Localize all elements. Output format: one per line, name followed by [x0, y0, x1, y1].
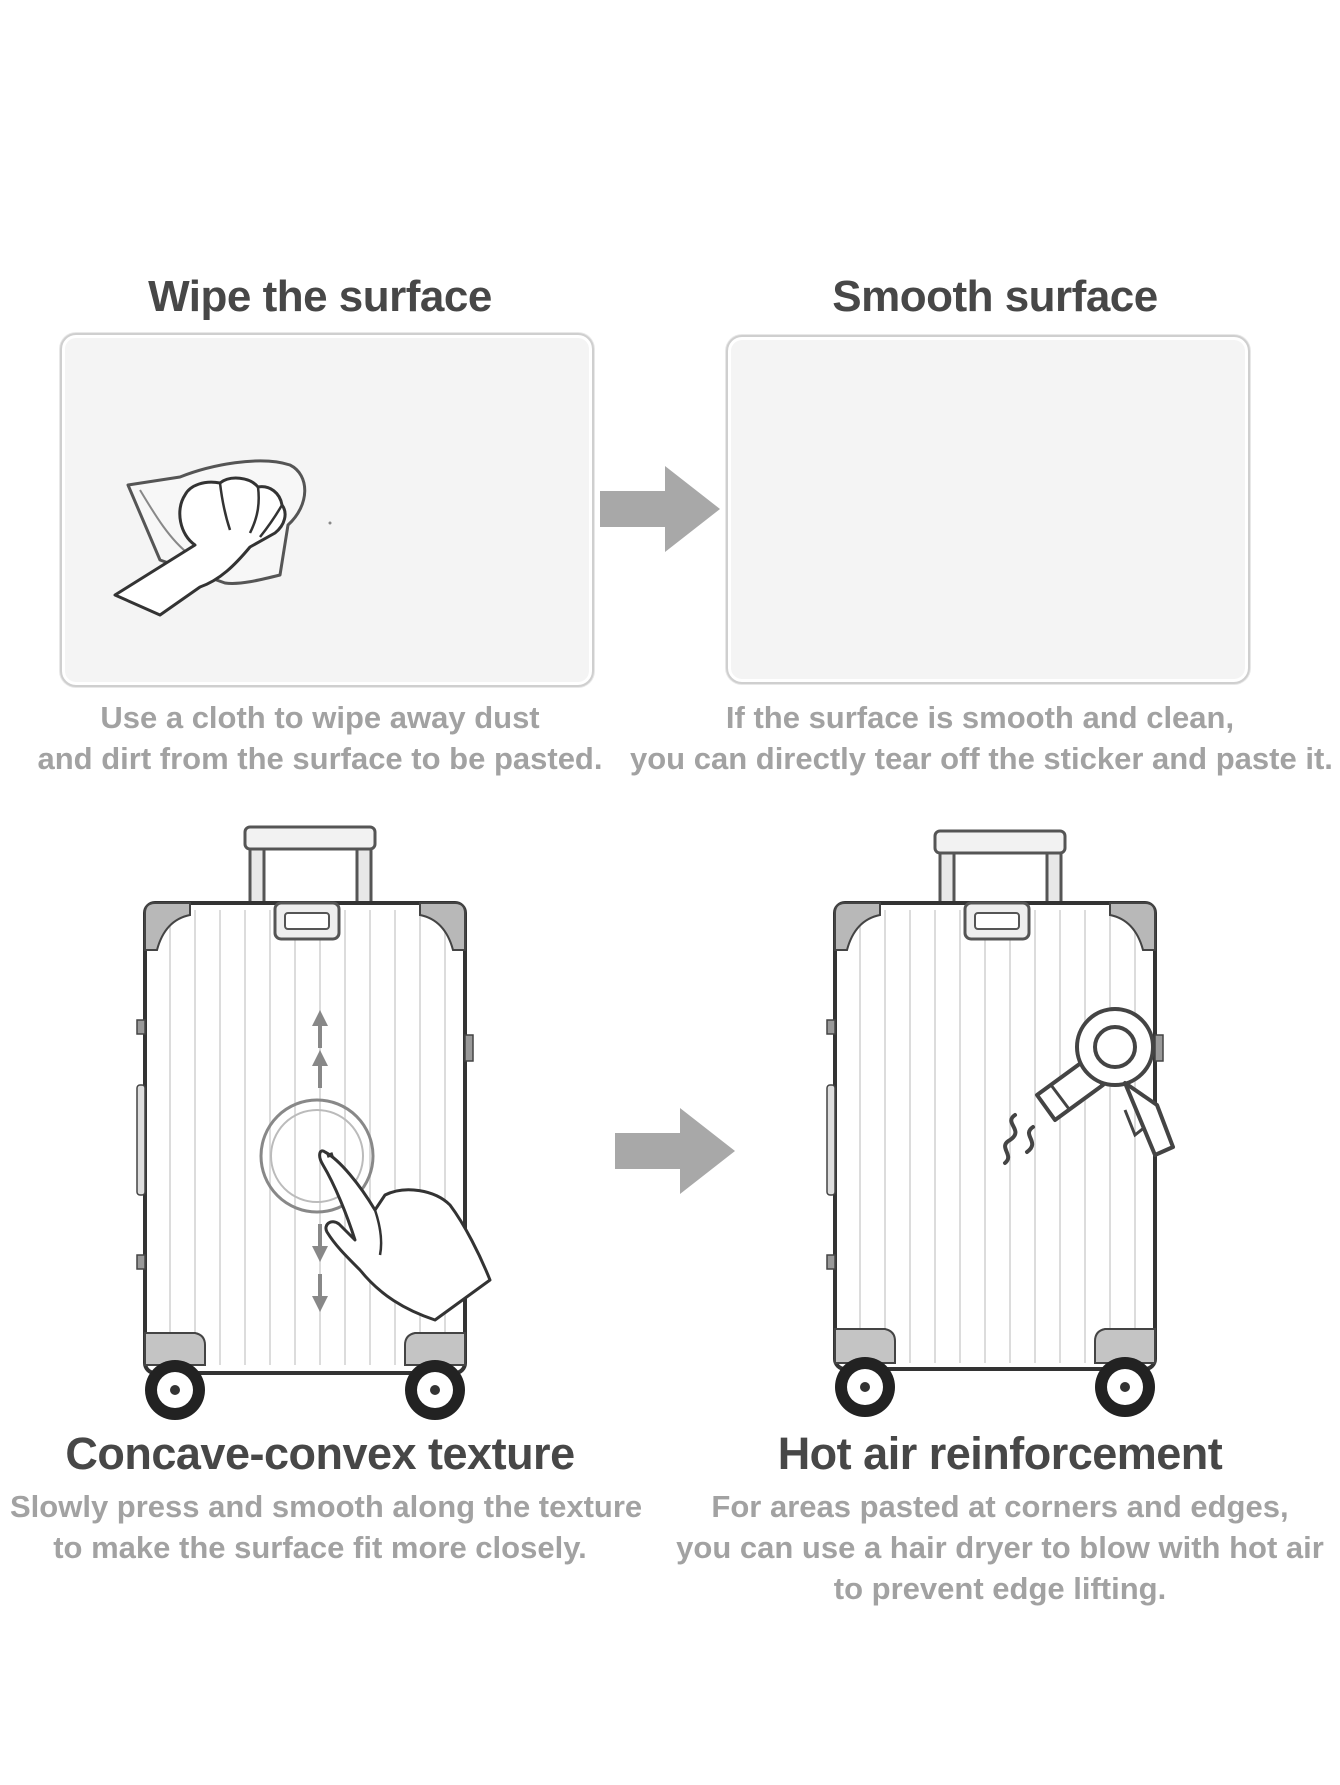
arrow-right-icon [600, 466, 720, 552]
pressing-finger-icon [259, 1010, 492, 1322]
step-4-title: Hot air reinforcement [777, 1428, 1223, 1479]
step-1-title: Wipe the surface [148, 272, 492, 321]
hand-wiping-cloth-icon [113, 459, 332, 617]
arrow-right-icon [615, 1108, 735, 1194]
smooth-panel [726, 335, 1250, 684]
step-2-title: Smooth surface [832, 272, 1158, 321]
step-2-description: If the surface is smooth and clean, you … [630, 700, 1333, 776]
suitcase-icon [826, 829, 1164, 1417]
step-3-description: Slowly press and smooth along the textur… [10, 1489, 643, 1565]
step-4-description: For areas pasted at corners and edges, y… [676, 1489, 1324, 1606]
step-3-title: Concave-convex texture [65, 1428, 575, 1479]
hair-dryer-icon [1003, 1007, 1175, 1165]
step-1-description: Use a cloth to wipe away dust and dirt f… [37, 700, 603, 776]
